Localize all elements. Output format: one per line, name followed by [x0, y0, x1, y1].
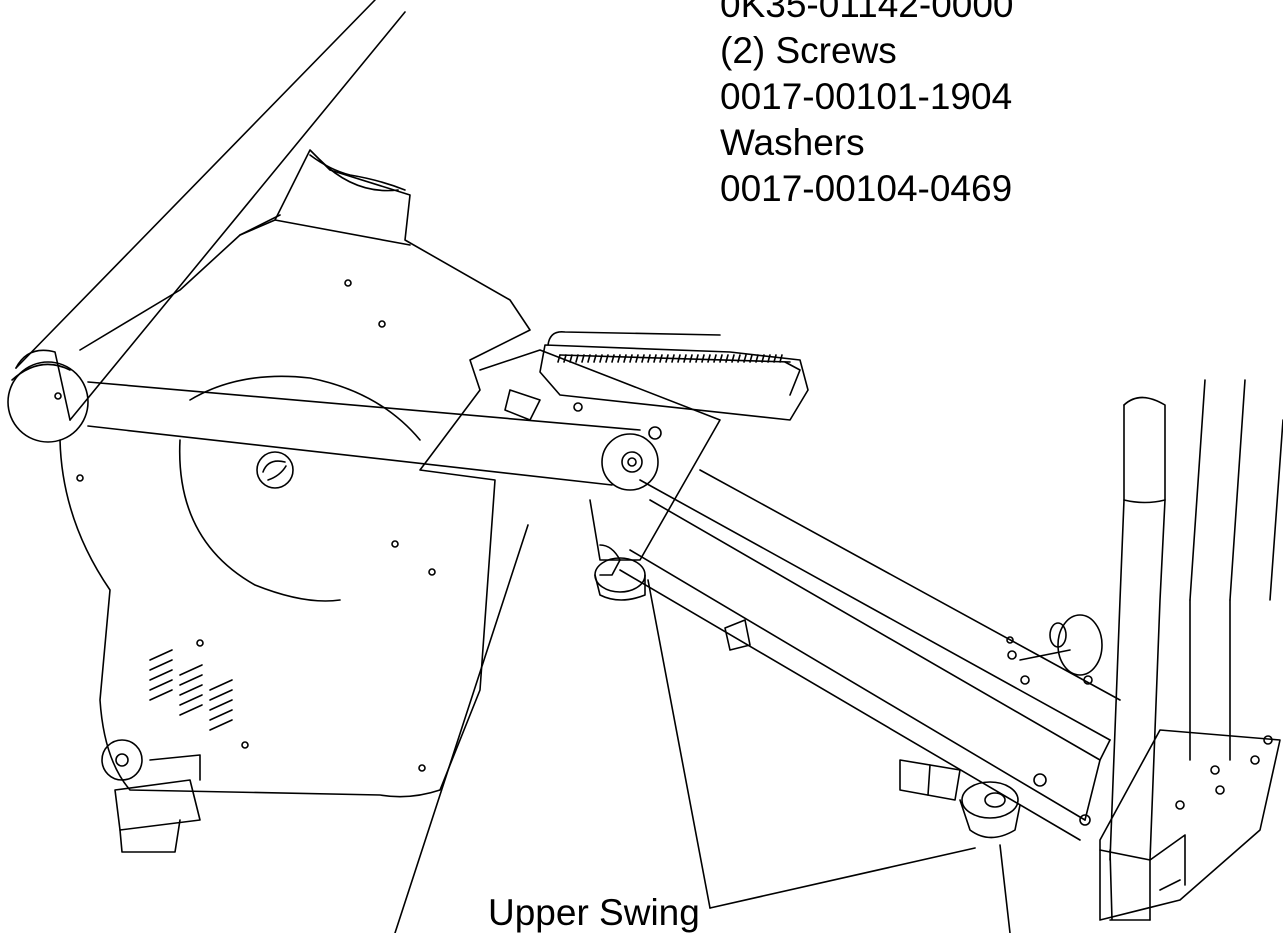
lower-link-arm	[88, 382, 640, 485]
parts-list: 0K35-01142-0000 (2) Screws 0017-00101-19…	[720, 0, 1260, 212]
part-number-screws: 0017-00101-1904	[720, 76, 1013, 117]
part-label-screws: (2) Screws	[720, 30, 897, 71]
front-foot	[102, 740, 200, 852]
rail-bracket	[900, 760, 960, 800]
callout-label: Upper Swing	[488, 892, 700, 933]
rear-wheel	[1007, 615, 1102, 684]
base-plate	[1100, 730, 1280, 920]
swing-roller	[595, 558, 645, 600]
pedal-bracket	[480, 350, 720, 575]
part-number-bracket: 0K35-01142-0000	[720, 0, 1014, 25]
part-number-washers: 0017-00104-0469	[720, 168, 1013, 209]
upper-handlebar-arm	[16, 0, 405, 420]
rear-upright	[1110, 380, 1283, 860]
pedal	[540, 332, 808, 420]
slide-rail	[620, 470, 1120, 840]
mounting-tab	[725, 620, 750, 650]
link-roller	[602, 427, 661, 490]
pivot-knob	[8, 362, 88, 442]
vent-slots	[150, 650, 232, 730]
part-label-washers: Washers	[720, 122, 865, 163]
frame-shroud	[60, 150, 530, 797]
flywheel-cover	[180, 376, 420, 601]
rail-roller	[960, 782, 1020, 838]
callout-leaders	[395, 525, 1010, 933]
